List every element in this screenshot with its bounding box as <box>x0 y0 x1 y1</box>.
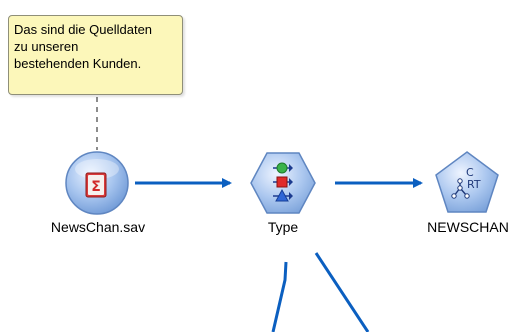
comment-text: Das sind die Quelldaten zu unseren beste… <box>14 22 153 71</box>
spss-file-icon: Σ <box>84 172 108 198</box>
type-field-ops-icon <box>271 160 295 206</box>
node-label-newschan-sav: NewsChan.sav <box>50 219 146 235</box>
icon-main-text: RT <box>467 178 481 191</box>
node-newschan[interactable]: C RT NEWSCHAN <box>420 145 512 241</box>
node-label-type: Type <box>267 219 299 235</box>
c-rt-model-icon: C RT <box>451 163 485 205</box>
svg-text:Σ: Σ <box>91 179 101 195</box>
node-newschan-sav[interactable]: Σ NewsChan.sav <box>50 145 146 241</box>
icon-superscript: C <box>466 166 474 179</box>
comment-note[interactable]: Das sind die Quelldaten zu unseren beste… <box>8 15 183 95</box>
connection-type-downstream-1[interactable] <box>271 261 288 332</box>
node-label-newschan: NEWSCHAN <box>427 219 509 235</box>
node-type[interactable]: Type <box>235 145 331 241</box>
connection-type-downstream-2[interactable] <box>314 252 370 332</box>
